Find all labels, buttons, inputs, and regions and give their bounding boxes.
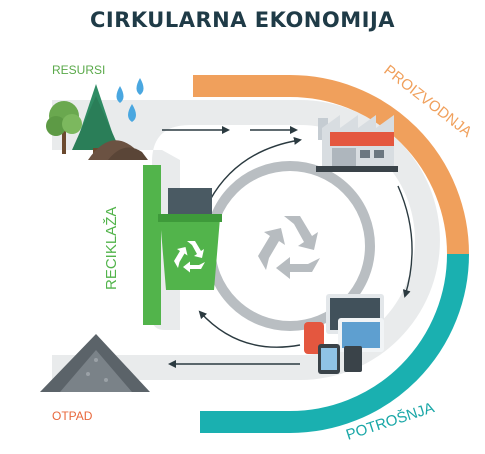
recycle-symbol-icon xyxy=(258,216,320,279)
arrow-consumption-to-recycling xyxy=(198,310,301,348)
devices-icon xyxy=(304,294,384,374)
label-resources: RESURSI xyxy=(52,63,105,77)
label-recycling: RECIKLAŽA xyxy=(103,207,120,290)
recycle-bin-icon xyxy=(158,188,222,290)
water-drops-icon xyxy=(116,78,144,122)
arrow-recycling-to-production xyxy=(209,137,302,201)
trees-icon xyxy=(46,84,148,160)
waste-pile-icon xyxy=(40,334,150,392)
production-arc xyxy=(193,75,469,255)
arrow-production-to-consumption xyxy=(397,185,413,298)
label-waste: OTPAD xyxy=(52,409,93,423)
consumption-arc xyxy=(200,253,469,433)
flow-arrows xyxy=(162,126,413,368)
factory-icon xyxy=(316,115,398,172)
page-title: CIRKULARNA EKONOMIJA xyxy=(89,8,396,32)
